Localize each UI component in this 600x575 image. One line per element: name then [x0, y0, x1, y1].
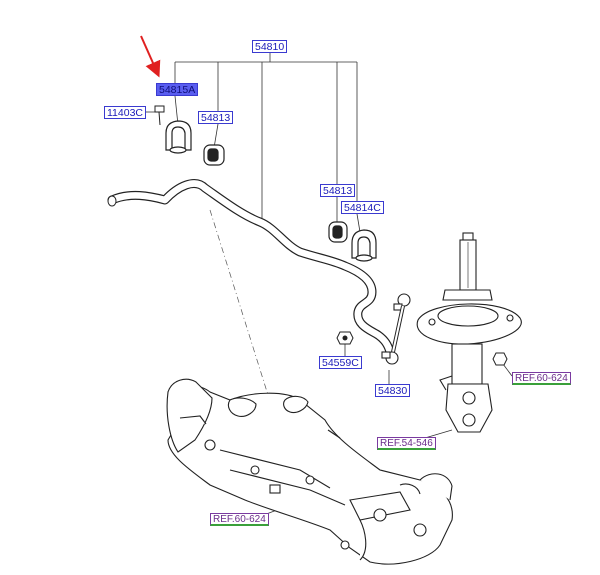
bolt-part [154, 105, 165, 126]
callout-54814c[interactable]: 54814C [341, 201, 384, 214]
callout-54813-right[interactable]: 54813 [320, 184, 356, 197]
bushing-part-right [328, 221, 348, 243]
strut-assembly [416, 232, 522, 433]
bracket-part-left [165, 120, 192, 154]
stabilizer-link [381, 293, 411, 365]
callout-54815a[interactable]: 54815A [156, 83, 199, 96]
callout-54813-left[interactable]: 54813 [198, 111, 234, 124]
reference-dashline [209, 209, 269, 396]
callout-11403c[interactable]: 11403C [104, 106, 147, 119]
bar-end-left [107, 195, 117, 207]
bushing-part-left [203, 144, 225, 166]
small-nut-part [492, 352, 508, 366]
callout-54559c[interactable]: 54559C [319, 356, 362, 369]
ref-label-bottom[interactable]: REF.60-624 [210, 513, 269, 526]
leader-lines [146, 52, 513, 519]
callout-54830[interactable]: 54830 [375, 384, 411, 397]
nut-part [336, 331, 354, 345]
pointer-arrow [140, 35, 161, 78]
subframe [166, 378, 453, 565]
bracket-part-right [351, 229, 377, 262]
callout-54810[interactable]: 54810 [252, 40, 288, 53]
stabilizer-bar [107, 179, 395, 357]
ref-label-mid[interactable]: REF.54-546 [377, 437, 436, 450]
ref-label-right[interactable]: REF.60-624 [512, 372, 571, 385]
